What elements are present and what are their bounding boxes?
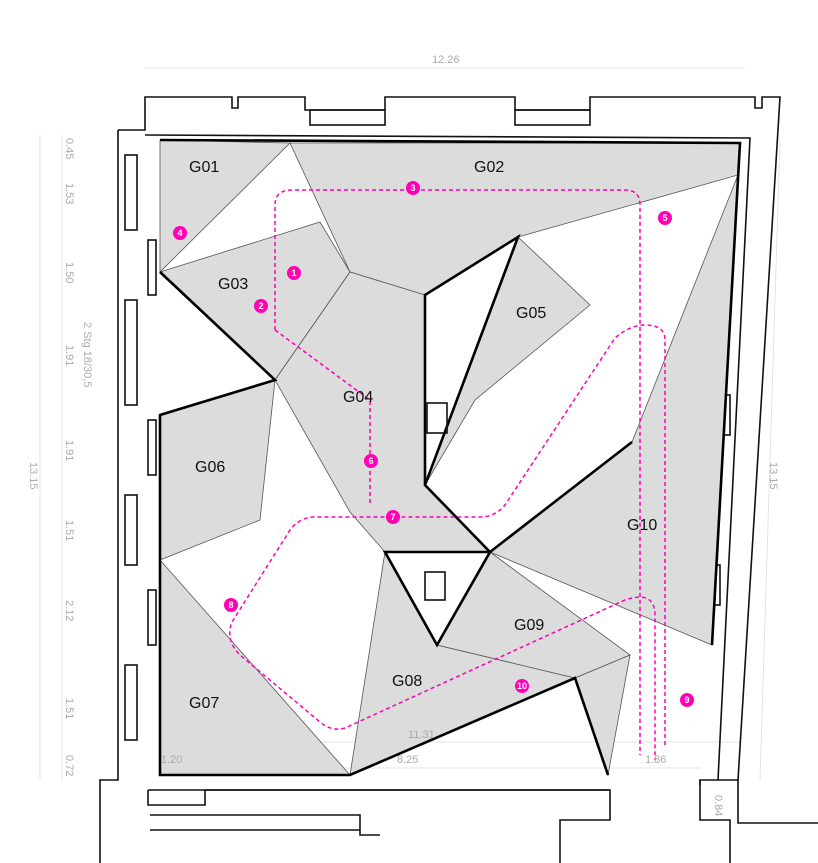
dim-left-total: 13.15 <box>27 462 39 490</box>
rooms <box>159 139 741 777</box>
label-g06: G06 <box>195 459 225 476</box>
label-g04: G04 <box>343 389 373 406</box>
dimension-labels: 12.26 13.15 13.15 0.45 1.53 1.50 1.91 1.… <box>27 54 779 816</box>
dim-seg: 1.53 <box>63 183 75 204</box>
dim-seg: 1.51 <box>63 698 75 719</box>
marker-1[interactable]: 1 <box>287 266 301 280</box>
dim-top: 12.26 <box>432 54 460 66</box>
walls <box>99 96 818 863</box>
svg-text:3: 3 <box>410 183 415 193</box>
svg-text:6: 6 <box>368 456 373 466</box>
dim-right-total: 13.15 <box>767 462 779 490</box>
svg-text:1: 1 <box>291 268 296 278</box>
dim-seg: 1.91 <box>63 345 75 366</box>
marker-8[interactable]: 8 <box>224 598 238 612</box>
dim-seg: 0.45 <box>63 138 75 159</box>
label-g09: G09 <box>514 617 544 634</box>
visitor-route <box>229 189 666 760</box>
dim-bottom-inner: 11.31 <box>408 729 435 741</box>
dim-door: 1.20 <box>161 754 182 766</box>
dim-seg: 2.12 <box>63 600 75 621</box>
stair-note: 2 Stg 18/30,5 <box>81 322 93 387</box>
dim-corridor: 1.86 <box>645 754 666 766</box>
dim-right-bottom: 0.84 <box>712 795 724 816</box>
label-g08: G08 <box>392 673 422 690</box>
marker-10[interactable]: 10 <box>515 679 529 693</box>
svg-text:5: 5 <box>662 213 667 223</box>
svg-text:4: 4 <box>177 228 182 238</box>
label-g03: G03 <box>218 276 248 293</box>
label-g01: G01 <box>189 159 219 176</box>
marker-4[interactable]: 4 <box>173 226 187 240</box>
label-g10: G10 <box>627 517 657 534</box>
svg-text:7: 7 <box>390 512 395 522</box>
dim-seg: 1.50 <box>63 262 75 283</box>
svg-text:2: 2 <box>258 301 263 311</box>
route-markers: 1 2 3 4 5 6 7 8 9 10 <box>173 181 694 707</box>
partitions <box>158 138 742 777</box>
dim-bottom-a: 8.25 <box>397 754 418 766</box>
marker-5[interactable]: 5 <box>658 211 672 225</box>
dim-seg: 1.51 <box>63 520 75 541</box>
marker-9[interactable]: 9 <box>680 693 694 707</box>
room-labels: G01 G02 G03 G04 G05 G06 G07 G08 G09 G10 <box>189 159 657 712</box>
marker-6[interactable]: 6 <box>364 454 378 468</box>
marker-3[interactable]: 3 <box>406 181 420 195</box>
label-g05: G05 <box>516 305 546 322</box>
dim-seg: 0.72 <box>63 755 75 776</box>
marker-2[interactable]: 2 <box>254 299 268 313</box>
svg-text:8: 8 <box>228 600 233 610</box>
svg-text:9: 9 <box>684 695 689 705</box>
label-g07: G07 <box>189 695 219 712</box>
svg-text:10: 10 <box>517 681 527 691</box>
label-g02: G02 <box>474 159 504 176</box>
marker-7[interactable]: 7 <box>386 510 400 524</box>
dim-seg: 1.91 <box>63 440 75 461</box>
